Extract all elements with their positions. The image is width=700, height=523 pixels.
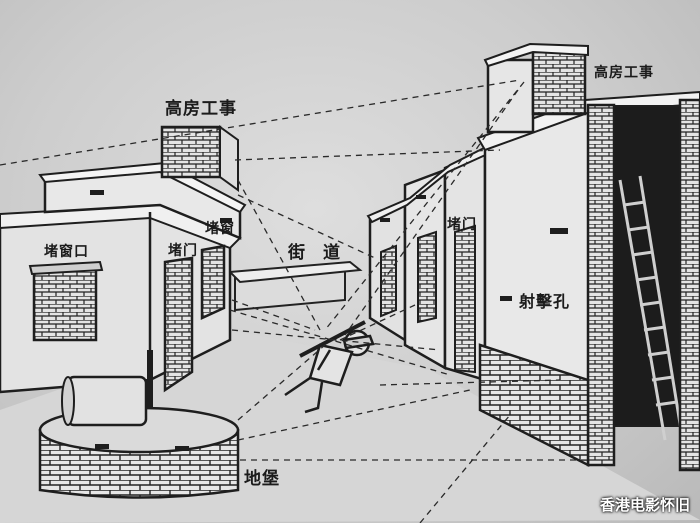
watermark: 香港电影怀旧 (599, 496, 690, 514)
label-blocked-door-right: 堵门 (447, 217, 477, 233)
label-blocked-window-2: 堵窗 (205, 221, 235, 237)
label-blocked-window: 堵窗口 (44, 244, 89, 260)
label-tall-tower-right: 高房工事 (594, 65, 654, 81)
right-building (476, 42, 700, 472)
label-tall-tower-left: 高房工事 (165, 99, 237, 119)
far-wall (227, 260, 363, 312)
left-building (0, 125, 247, 430)
label-street: 街道 (288, 243, 358, 263)
soldier-figure (284, 320, 375, 414)
label-blocked-door-left: 堵门 (168, 243, 198, 259)
label-firing-hole: 射擊孔 (519, 292, 571, 311)
label-bunker: 地堡 (244, 469, 280, 489)
sight-lines (0, 79, 590, 523)
right-middle-buildings (366, 143, 494, 382)
bunker (38, 375, 240, 499)
